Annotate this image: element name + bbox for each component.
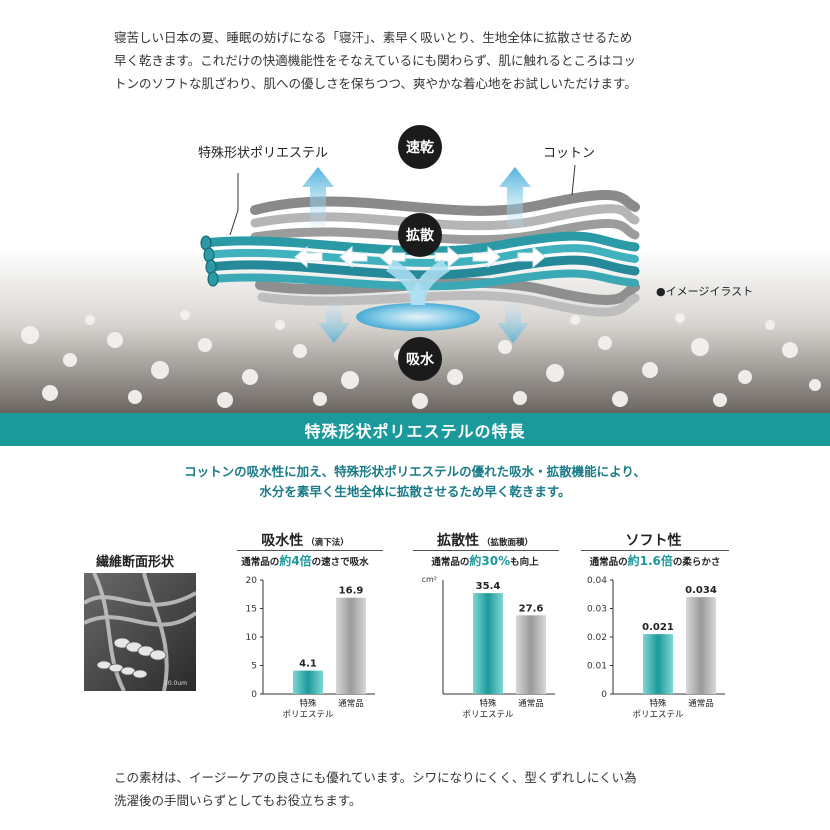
diffusion-sub-post: も向上 xyxy=(510,557,539,568)
y-tick-label: 20 xyxy=(246,576,258,586)
diffusion-title-rule xyxy=(413,550,559,551)
softness-chart: ソフト性 通常品の約1.6倍の柔らかさ 0 0.01 0.02 0.03 0.04 0.0… xyxy=(575,530,735,730)
softness-chart-title: ソフト性 xyxy=(575,530,735,550)
bar xyxy=(686,597,716,694)
softness-sub-em: 約1.6倍 xyxy=(627,554,673,568)
y-tick-label: 0.01 xyxy=(587,662,607,672)
diffusion-chart: 拡散性（拡散面積） 通常品の約30%も向上 cm² 35.4 特殊ポリエステル 27.… xyxy=(405,530,565,730)
y-tick-label: 15 xyxy=(246,605,257,615)
category-label: 特殊 xyxy=(479,698,497,709)
y-tick-label: 0.02 xyxy=(587,633,607,643)
absorbency-chart-title: 吸水性（滴下法） xyxy=(225,530,385,550)
bar xyxy=(473,593,503,694)
bar-value-label: 0.021 xyxy=(642,622,674,633)
y-tick-label: 0.03 xyxy=(587,605,607,615)
absorbency-title-rule xyxy=(237,550,383,551)
absorbency-title-note: （滴下法） xyxy=(306,538,349,548)
softness-chart-subtitle: 通常品の約1.6倍の柔らかさ xyxy=(575,552,735,569)
bar-value-label: 4.1 xyxy=(299,659,317,670)
absorbency-chart-subtitle: 通常品の約4倍の速さで吸水 xyxy=(225,552,385,569)
y-tick-label: 0 xyxy=(251,690,257,700)
bar-value-label: 35.4 xyxy=(476,581,501,592)
absorption-badge: 吸水 xyxy=(398,337,442,381)
category-label: 通常品 xyxy=(688,698,714,709)
category-label: 通常品 xyxy=(518,698,544,709)
category-label: ポリエステル xyxy=(632,710,684,720)
absorbency-sub-em: 約4倍 xyxy=(279,554,312,568)
diffusion-chart-title: 拡散性（拡散面積） xyxy=(405,530,565,550)
softness-sub-pre: 通常品の xyxy=(589,557,628,568)
quick-dry-badge: 速乾 xyxy=(398,125,442,169)
bar-value-label: 27.6 xyxy=(519,603,544,614)
bar-value-label: 16.9 xyxy=(339,586,364,597)
bar xyxy=(293,670,323,694)
features-lead: コットンの吸水性に加え、特殊形状ポリエステルの優れた吸水・拡散機能により、 水分… xyxy=(0,462,830,502)
absorbency-title-text: 吸水性 xyxy=(261,533,304,549)
diffusion-chart-subtitle: 通常品の約30%も向上 xyxy=(405,552,565,569)
scale-label: 20.0um xyxy=(164,680,187,687)
absorbency-chart: 吸水性（滴下法） 通常品の約4倍の速さで吸水 0 5 10 15 20 4.1 特殊ポリエス… xyxy=(225,530,385,730)
cotton-label: コットン xyxy=(543,146,596,161)
y-tick-label: 0 xyxy=(601,690,607,700)
outro-line-1: この素材は、イージーケアの良さにも優れています。シワになりにくく、型くずれしにく… xyxy=(114,770,637,785)
fiber-cross-section-photo: 20.0um xyxy=(84,573,196,691)
diffusion-sub-em: 約30% xyxy=(469,554,511,568)
bar xyxy=(336,597,366,694)
softness-title-text: ソフト性 xyxy=(625,533,682,549)
intro-line-1: 寝苦しい日本の夏、睡眠の妨げになる「寝汗」、素早く吸いとり、生地全体に拡散させる… xyxy=(114,30,633,45)
intro-paragraph: 寝苦しい日本の夏、睡眠の妨げになる「寝汗」、素早く吸いとり、生地全体に拡散させる… xyxy=(114,26,714,95)
softness-title-rule xyxy=(581,550,729,551)
category-label: ポリエステル xyxy=(462,710,514,720)
lead-line-2: 水分を素早く生地全体に拡散させるため早く乾きます。 xyxy=(259,484,571,499)
bar xyxy=(643,634,673,694)
diffusion-title-note: （拡散面積） xyxy=(481,538,533,548)
cross-section-title: 繊維断面形状 xyxy=(96,555,175,570)
bar-value-label: 0.034 xyxy=(685,585,717,596)
polyester-label: 特殊形状ポリエステル xyxy=(198,146,329,161)
category-label: 通常品 xyxy=(338,698,364,709)
diffusion-sub-pre: 通常品の xyxy=(431,557,470,568)
diffusion-badge: 拡散 xyxy=(398,213,442,257)
y-tick-label: 10 xyxy=(246,633,258,643)
bar xyxy=(516,615,546,694)
category-label: 特殊 xyxy=(649,698,667,709)
category-label: ポリエステル xyxy=(282,710,334,720)
intro-line-2: 早く乾きます。これだけの快適機能性をそなえているにも関わらず、肌に触れるところは… xyxy=(114,53,637,68)
diffusion-title-text: 拡散性 xyxy=(436,533,479,549)
softness-sub-post: の柔らかさ xyxy=(672,557,721,568)
lead-line-1: コットンの吸水性に加え、特殊形状ポリエステルの優れた吸水・拡散機能により、 xyxy=(184,464,646,479)
absorbency-sub-post: の速さで吸水 xyxy=(311,557,369,568)
category-label: 特殊 xyxy=(299,698,317,709)
y-unit-label: cm² xyxy=(422,575,437,584)
absorbency-sub-pre: 通常品の xyxy=(241,557,280,568)
y-tick-label: 0.04 xyxy=(587,576,607,586)
features-banner: 特殊形状ポリエステルの特長 xyxy=(0,413,830,446)
y-tick-label: 5 xyxy=(251,662,257,672)
image-note: ●イメージイラスト xyxy=(656,285,754,298)
outro-paragraph: この素材は、イージーケアの良さにも優れています。シワになりにくく、型くずれしにく… xyxy=(114,766,734,812)
fiber-illustration: 特殊形状ポリエステル コットン 速乾 拡散 吸水 ●イメージイラスト xyxy=(0,115,830,413)
outro-line-2: 洗濯後の手間いらずとしてもお役立ちます。 xyxy=(114,793,362,808)
evaporation-arrows xyxy=(302,167,531,227)
intro-line-3: トンのソフトな肌ざわり、肌への優しさを保ちつつ、爽やかな着心地をお試しいただけま… xyxy=(114,76,637,91)
